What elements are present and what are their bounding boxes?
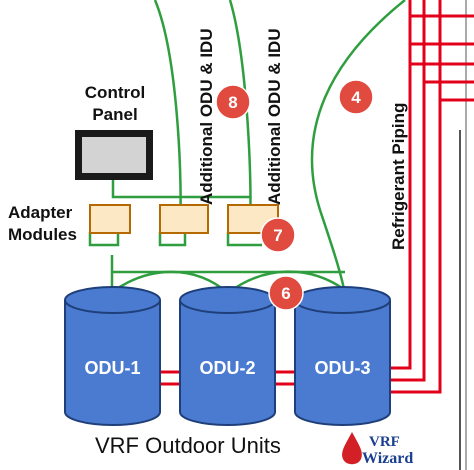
refrigerant-piping-label: Refrigerant Piping — [389, 103, 408, 250]
badge-number: 6 — [281, 284, 290, 303]
badge-number: 8 — [228, 93, 237, 112]
odu-cylinder-top — [179, 286, 276, 314]
refrigerant-pipe-segment — [390, 0, 426, 382]
adapter-label-line1: Adapter — [8, 203, 73, 222]
right-frame-lines — [459, 0, 467, 470]
outdoor-units: ODU-1 ODU-2 ODU-3 — [64, 286, 391, 426]
adapter-module — [89, 204, 131, 234]
odu-label: ODU-2 — [199, 358, 255, 378]
communication-wire — [158, 232, 187, 247]
odu-cylinder-top — [294, 286, 391, 314]
additional-odu-idu-label-2: Additional ODU & IDU — [265, 28, 284, 205]
adapter-module — [159, 204, 209, 234]
caption: VRF Outdoor Units — [95, 433, 281, 458]
refrigerant-pipe-segment — [390, 0, 442, 394]
step-badge: 6 — [268, 275, 304, 311]
badge-circle — [260, 217, 296, 253]
adapter-label-line2: Modules — [8, 225, 77, 244]
logo-text-wizard: Wizard — [362, 450, 413, 467]
communication-wire — [111, 180, 250, 199]
control-panel-label-line2: Panel — [92, 105, 137, 124]
communication-wire — [88, 232, 120, 247]
control-panel-screen — [82, 137, 146, 173]
water-drop-icon — [342, 432, 362, 465]
communication-wire — [226, 232, 262, 247]
additional-odu-idu-label-1: Additional ODU & IDU — [197, 28, 216, 205]
odu-unit: ODU-1 — [64, 286, 161, 426]
refrigerant-pipes — [160, 0, 474, 394]
odu-cylinder-body — [179, 300, 276, 426]
odu-cylinder-top — [64, 286, 161, 314]
step-badge: 7 — [260, 217, 296, 253]
odu-unit: ODU-3 — [294, 286, 391, 426]
adapter-modules — [89, 204, 279, 234]
badge-circle — [338, 79, 374, 115]
badge-number: 4 — [351, 88, 361, 107]
logo-text-vrf: VRF — [369, 434, 400, 450]
communication-wire — [111, 270, 229, 294]
odu-label: ODU-3 — [314, 358, 370, 378]
control-panel — [75, 130, 153, 180]
communication-wire — [227, 270, 346, 294]
refrigerant-pipe-segment — [390, 0, 412, 370]
control-panel-label-line1: Control — [85, 83, 145, 102]
communication-wire — [153, 0, 182, 219]
number-badges: 8 4 7 6 — [215, 79, 374, 311]
communication-wire — [228, 0, 252, 219]
communication-wire — [310, 0, 406, 296]
odu-cylinder-body — [64, 300, 161, 426]
badge-number: 7 — [273, 226, 282, 245]
odu-label: ODU-1 — [84, 358, 140, 378]
badge-circle — [215, 84, 251, 120]
vrf-wizard-logo: VRF Wizard — [342, 432, 413, 467]
odu-unit: ODU-2 — [179, 286, 276, 426]
step-badge: 4 — [338, 79, 374, 115]
badge-circle — [268, 275, 304, 311]
step-badge: 8 — [215, 84, 251, 120]
odu-cylinder-body — [294, 300, 391, 426]
